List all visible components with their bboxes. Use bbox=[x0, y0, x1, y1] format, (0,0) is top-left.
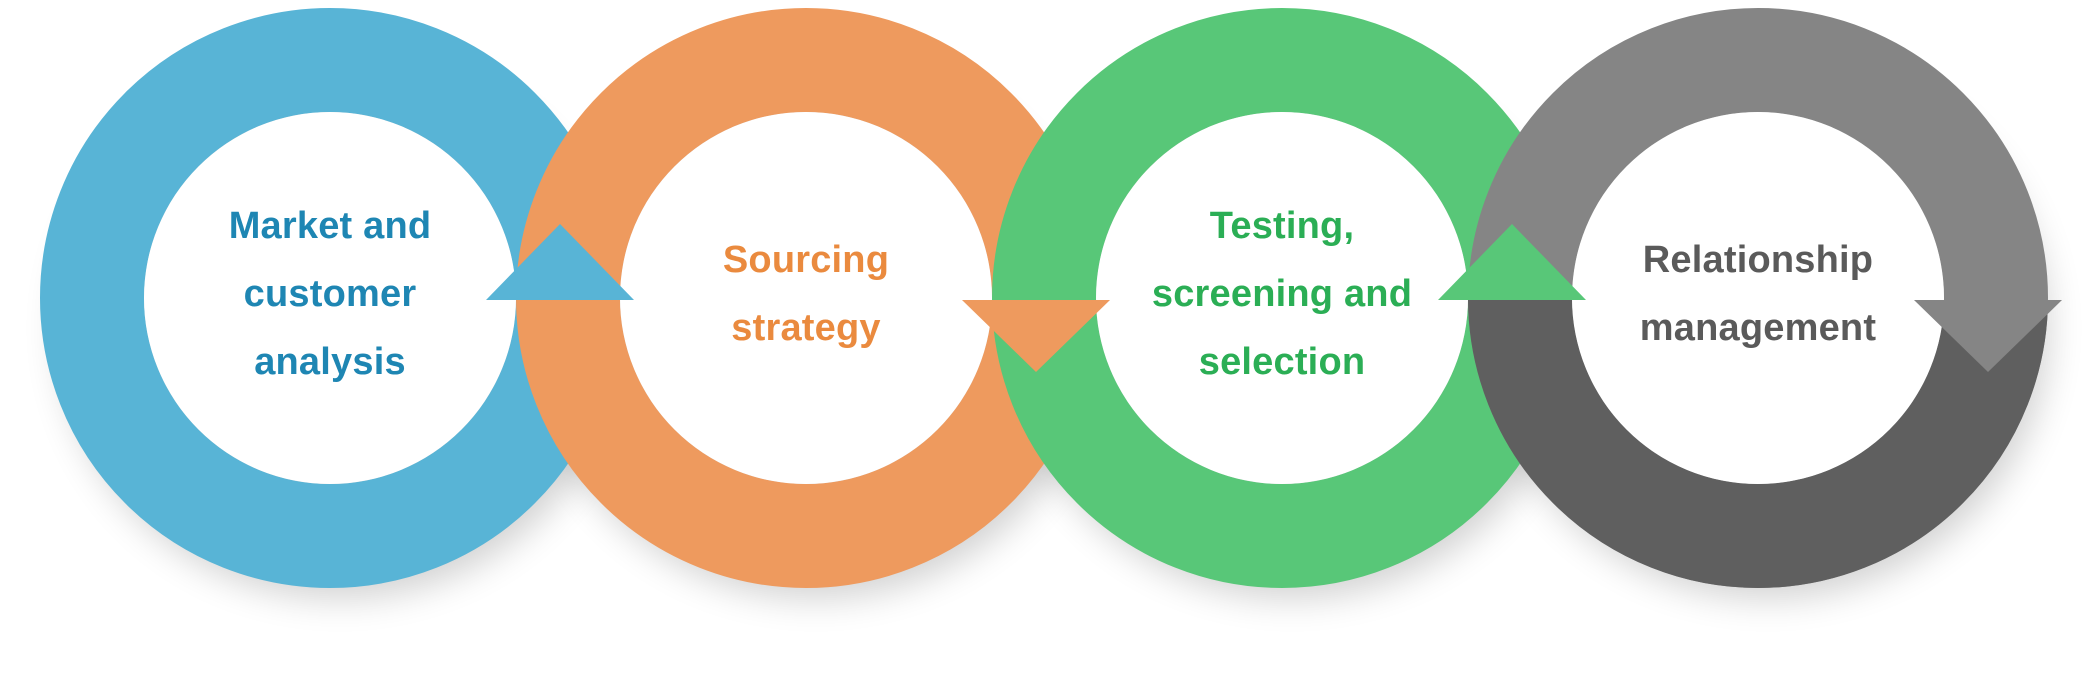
arrow-down-icon bbox=[1914, 300, 2062, 372]
arrow-up-icon bbox=[486, 224, 634, 300]
step-label-line: Testing, bbox=[1209, 205, 1355, 247]
step-label-sourcing-strategy: Sourcing strategy bbox=[636, 226, 976, 362]
step-label-line: strategy bbox=[731, 307, 881, 349]
arrow-up-icon bbox=[1438, 224, 1586, 300]
ring-center bbox=[144, 112, 516, 484]
ring-center bbox=[620, 112, 992, 484]
ring-center bbox=[1572, 112, 1944, 484]
rings bbox=[40, 8, 2062, 588]
step-label-line: customer bbox=[243, 273, 417, 315]
step-label-line: Relationship bbox=[1642, 239, 1874, 281]
step-label-market-analysis: Market and customer analysis bbox=[160, 192, 500, 396]
step-label-relationship-management: Relationship management bbox=[1588, 226, 1928, 362]
step-label-line: Market and bbox=[228, 205, 432, 247]
step-label-line: selection bbox=[1198, 341, 1366, 383]
step-label-line: management bbox=[1639, 307, 1877, 349]
step-label-line: Sourcing bbox=[722, 239, 890, 281]
step-label-line: screening and bbox=[1151, 273, 1413, 315]
ring-band-dark bbox=[1468, 300, 2048, 588]
step-label-testing-selection: Testing, screening and selection bbox=[1112, 192, 1452, 396]
ring-center bbox=[1096, 112, 1468, 484]
step-label-line: analysis bbox=[254, 341, 406, 383]
arrow-down-icon bbox=[962, 300, 1110, 372]
